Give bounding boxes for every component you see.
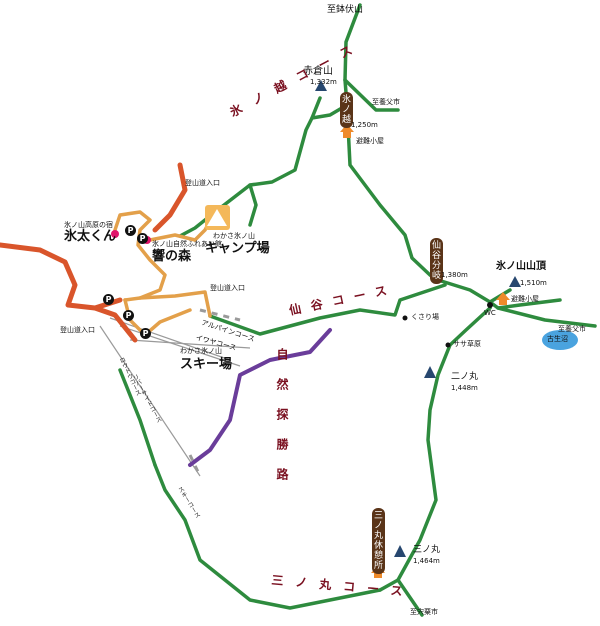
sannomaru-alt: 1,464m xyxy=(413,557,440,565)
trail-sannomaru-course xyxy=(153,463,382,610)
hut-summit-icon xyxy=(496,292,510,305)
peak-sannomaru-icon xyxy=(394,545,406,557)
trail-summit-east xyxy=(496,298,562,310)
kosei-pond-icon xyxy=(542,330,578,350)
purple-path xyxy=(188,328,332,467)
trail-akakura-spur xyxy=(310,96,322,120)
summit-alt: 1,510m xyxy=(520,279,547,287)
junction-dot xyxy=(445,342,451,348)
sendani-alt: 1,380m xyxy=(441,271,468,279)
kusarib-label: くさり場 xyxy=(411,313,439,321)
road-main xyxy=(0,242,123,311)
trail-summit xyxy=(436,278,597,328)
trailhead-label-2: 登山道入口 xyxy=(210,284,245,292)
shelter-label-1: 避難小屋 xyxy=(356,137,384,145)
sannomaru-label: 三ノ丸 xyxy=(413,545,441,555)
summit-label: 氷ノ山山頂 xyxy=(496,261,546,272)
orange-east xyxy=(138,290,212,318)
trail-sendani-course xyxy=(208,283,447,336)
to-yabu-label-2: 至養父市 xyxy=(558,325,586,333)
sannomaru-hut-tag: 三ノ丸休憩所 xyxy=(372,508,385,574)
sasa-label: ササ草原 xyxy=(453,340,481,348)
ninomaru-label: 二ノ丸 xyxy=(451,372,479,382)
orange-south xyxy=(123,298,192,337)
shelter-label-2: 避難小屋 xyxy=(511,295,539,303)
trail-south xyxy=(378,306,492,592)
lift-line xyxy=(129,339,251,349)
ski-sub-label: わかさ氷ノ山 xyxy=(180,347,222,355)
hyonosen-alt: 1,250m xyxy=(351,121,378,129)
parking-marker: P xyxy=(123,310,134,321)
road-north xyxy=(152,162,188,233)
trail-shiso xyxy=(396,578,424,617)
camp-sub-label: わかさ氷ノ山 xyxy=(213,232,255,240)
hibiki-label: 響の森 xyxy=(152,249,192,264)
hut-hyonosen-icon xyxy=(340,124,354,138)
peak-akakurayama-icon xyxy=(315,80,327,91)
lift-line xyxy=(109,317,231,361)
trail-ski-south xyxy=(118,368,157,467)
peak-summit-icon xyxy=(509,276,521,287)
junction-dot xyxy=(487,302,493,308)
parking-marker: P xyxy=(140,328,151,339)
to-yabu-label-1: 至養父市 xyxy=(372,98,400,106)
to-shiso-label: 至宍粟市 xyxy=(410,608,438,616)
trail-yabu-1 xyxy=(343,78,400,112)
lift-line xyxy=(99,325,201,477)
kosei-pond-label: 古生沼 xyxy=(547,335,568,343)
trailhead-label-3: 登山道入口 xyxy=(60,326,95,334)
trail-hyonosen-spur xyxy=(248,183,258,227)
shizen-tanshoro-label: 自然探勝路 xyxy=(275,348,289,498)
road-branch xyxy=(92,305,138,343)
lift-dash xyxy=(188,454,202,477)
sendani-junction-tag: 仙谷分岐 xyxy=(430,238,443,284)
ninomaru-alt: 1,448m xyxy=(451,384,478,392)
akakurayama-label: 赤倉山 xyxy=(303,66,333,77)
hyota-sub-label: 氷ノ山高原の宿 xyxy=(64,221,113,229)
hyota-label: 氷太くん xyxy=(64,229,117,244)
parking-marker: P xyxy=(137,233,148,244)
hyonosen-pass-tag: 氷ノ越 xyxy=(340,92,353,128)
parking-marker: P xyxy=(103,294,114,305)
ski-label: スキー場 xyxy=(180,357,233,372)
wc-label: WC xyxy=(484,309,496,317)
hyota-marker xyxy=(111,230,119,238)
orange-loop xyxy=(113,210,167,302)
peak-ninomaru-icon xyxy=(424,366,436,378)
junction-dot xyxy=(402,315,408,321)
to-ichiifuse-label: 至鉢伏山 xyxy=(327,5,364,15)
trailhead-label-1: 登山道入口 xyxy=(185,179,220,187)
parking-marker: P xyxy=(125,225,136,236)
trail-ridge xyxy=(345,103,440,282)
fureai-sub-label: 氷ノ山自然ふれあい館 xyxy=(152,240,222,248)
akakurayama-alt: 1,332m xyxy=(310,78,337,86)
camp-label: キャンプ場 xyxy=(205,241,270,256)
camp-tent-icon xyxy=(207,209,227,226)
